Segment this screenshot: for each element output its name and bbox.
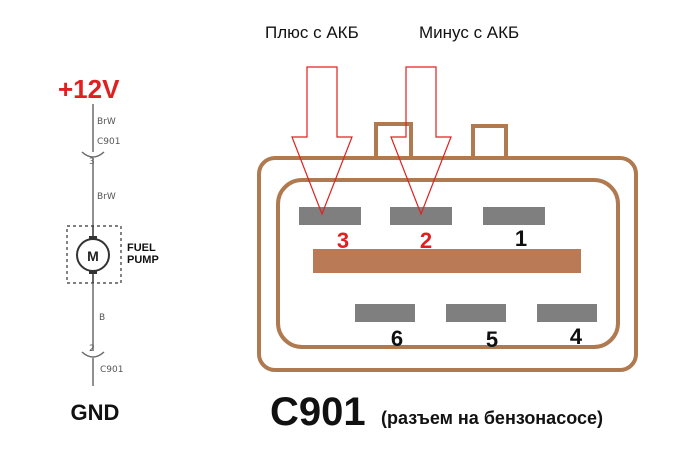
pin-5-number: 5: [486, 327, 498, 352]
pin-5-terminal: [446, 304, 506, 322]
pin-1-terminal: [483, 207, 545, 225]
connector-top-symbol: [81, 151, 105, 158]
connector-face: 3 2 1 6 5 4: [257, 122, 638, 372]
pin-2-number: 2: [420, 228, 432, 253]
motor-brush-bottom: [89, 270, 97, 274]
pin-1-number: 1: [515, 226, 527, 251]
wire-top-color-2: BrW: [97, 192, 116, 202]
plus-arrow: [291, 66, 353, 216]
minus-arrow: [390, 66, 452, 216]
motor-symbol-letter: M: [87, 248, 99, 264]
fuel-pump-label-line2: PUMP: [127, 254, 159, 266]
connector-bottom-symbol: [81, 351, 105, 358]
plus-battery-label: Плюс с АКБ: [265, 23, 359, 42]
connector-bottom-ref: C901: [100, 365, 123, 375]
wire-top-color-1: BrW: [97, 117, 116, 127]
connector-top-ref: C901: [97, 137, 120, 147]
pin-2-terminal: [390, 207, 452, 225]
fuel-pump-label-line1: FUEL: [127, 242, 156, 254]
pin-6-number: 6: [391, 326, 403, 351]
pin-4-terminal: [537, 304, 597, 322]
connector-bottom-pin: 2: [89, 344, 95, 354]
pin-3-terminal: [299, 207, 361, 225]
pin-3-number: 3: [337, 228, 349, 253]
ground-label: GND: [71, 400, 120, 425]
motor-brush-top: [89, 236, 97, 240]
connector-top-pin: 3: [89, 157, 95, 167]
fuel-pump-dashed-box: [66, 225, 122, 284]
annotation-arrows: [291, 66, 452, 216]
minus-battery-label: Минус с АКБ: [419, 23, 519, 42]
supply-label: +12V: [58, 74, 120, 104]
connector-title-desc: (разъем на бензонасосе): [381, 408, 603, 428]
wire-bottom-color: B: [99, 313, 105, 323]
fuel-pump-schematic: +12V BrW C901 3 BrW M FUEL PUMP B 2 C901…: [58, 74, 159, 425]
connector-key-bar: [313, 249, 581, 273]
pin-6-terminal: [355, 304, 415, 322]
connector-title-code: C901: [270, 390, 366, 434]
pin-4-number: 4: [570, 324, 583, 349]
connector-latch-right: [471, 124, 508, 160]
